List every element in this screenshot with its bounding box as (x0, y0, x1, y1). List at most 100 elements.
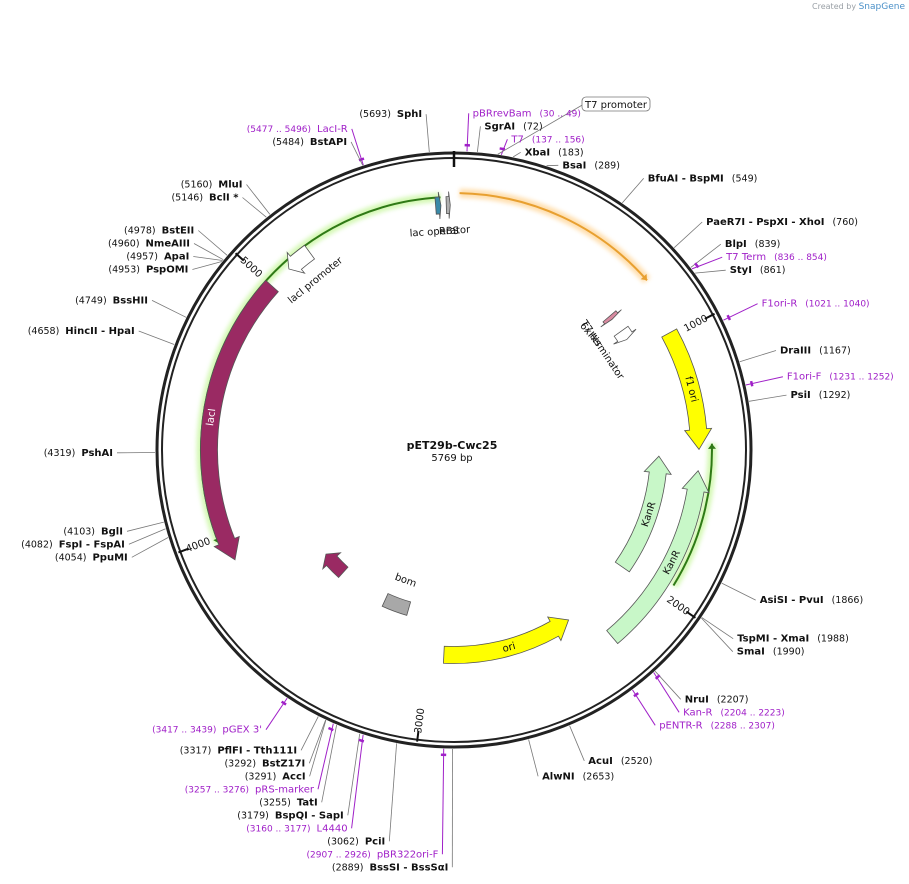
primer-mark-f1ori-f (749, 380, 754, 387)
site-name-acui: AcuI (588, 756, 613, 767)
leader-pcii (388, 743, 397, 842)
primer-f1ori-r: F1ori-R(1021 .. 1040) (762, 299, 870, 310)
primer-range-pbrrevbam: (30 .. 49) (540, 109, 581, 119)
site-name-hincii-hpai: HincII - HpaI (65, 326, 134, 337)
site-name-sgrai: SgrAI (484, 121, 515, 132)
site-bsshii: (4749)BssHII (75, 295, 148, 306)
site-name-bcli: BclI * (209, 192, 239, 203)
leader-pflfi-tth111i (300, 716, 319, 751)
site-hincii-hpai: (4658)HincII - HpaI (28, 326, 135, 337)
site-bspqi-sapi: (3179) BspQI - SapI (237, 810, 344, 821)
site-name-styi: StyI (730, 265, 752, 276)
site-bcli: (5146) BclI * (171, 192, 239, 203)
primer-pgex-3: pGEX 3'(3417 .. 3439) (152, 725, 262, 736)
feature-label-t7-terminator-5: T7 terminator (578, 318, 627, 383)
primer-f1ori-f: F1ori-F(1231 .. 1252) (787, 372, 894, 383)
orf-glow-0 (459, 188, 651, 284)
leader-pspomi (192, 261, 223, 270)
site-name-smai: SmaI (737, 647, 765, 658)
site-pos-bspqi-sapi: (3179) (237, 810, 269, 821)
site-name-bsteii: BstEII (162, 226, 195, 237)
tick-label-1000: 1000 (682, 313, 710, 335)
site-name-pspomi: PspOMI (146, 265, 188, 276)
leader-acui (569, 725, 585, 761)
leader-kan-r (653, 672, 680, 713)
tick-label-4000: 4000 (184, 536, 212, 555)
site-pos-mlui: (5160) (181, 179, 213, 190)
site-draiii: (1167) DraIII (780, 345, 851, 356)
feature-label-rbs-3: RBS (439, 226, 459, 237)
site-name-psii: PsiI (790, 390, 810, 401)
primer-prs-marker: pRS-marker(3257 .. 3276) (185, 784, 315, 795)
primer-kan-r: Kan-R(2204 .. 2223) (683, 707, 785, 718)
feature-6xhis-4 (600, 309, 622, 328)
site-name-blpi: BlpI (725, 239, 747, 250)
feature-rbs-3 (445, 191, 451, 219)
site-fspi-fspai: (4082)FspI - FspAI (21, 539, 125, 550)
site-asisi-pvui: (1866)AsiSI - PvuI (760, 595, 863, 606)
primer-name-laci-r: LacI-R (317, 124, 348, 135)
site-pos-nrui: (2207) (717, 694, 749, 705)
site-name-bspqi-sapi: BspQI - SapI (275, 810, 344, 821)
site-pos-draiii: (1167) (819, 345, 851, 356)
leader-bstapi (350, 141, 364, 166)
leader-asisi-pvui (721, 582, 756, 601)
primer-name-prs-marker: pRS-marker (255, 784, 315, 795)
site-mlui: (5160) MluI (181, 179, 243, 190)
site-name-ppumi: PpuMI (92, 552, 127, 563)
site-name-nmeaiii: NmeAIII (146, 239, 190, 250)
site-nmeaiii: (4960) NmeAIII (108, 239, 190, 250)
feature-t7-terminator-5 (613, 325, 637, 345)
site-name-bsssi-bsss-i: BssSI - BssSαI (369, 862, 448, 873)
leader-nmeaiii (193, 243, 224, 261)
site-name-alwni: AlwNI (542, 771, 575, 782)
site-pos-ppumi: (4054) (55, 552, 87, 563)
site-name-fspi-fspai: FspI - FspAI (59, 539, 125, 550)
feature-label-bom-10: bom (393, 572, 418, 590)
primer-t7: T7(137 .. 156) (510, 134, 584, 145)
primer-mark-t7 (499, 147, 506, 151)
tick-label-2000: 2000 (664, 594, 691, 618)
site-sphi: (5693)SphI (359, 109, 422, 120)
primer-mark-t7-term (694, 262, 700, 269)
site-pos-bfuai-bspmi: (549) (732, 173, 758, 184)
primer-pbr322ori-f: pBR322ori-F(2907 .. 2926) (307, 849, 439, 860)
site-pos-pshai: (4319) (44, 448, 76, 459)
snapgene-credit: Created by SnapGene (812, 2, 905, 12)
primer-range-f1ori-f: (1231 .. 1252) (829, 373, 893, 383)
leader-bspqi-sapi (347, 733, 361, 816)
site-name-bstz17i: BstZ17I (262, 758, 305, 769)
feature-ori-9 (443, 616, 570, 664)
site-pos-bsssi-bsss-i: (2889) (332, 862, 364, 873)
orf-arc-1 (672, 443, 713, 587)
feature-laci-0 (200, 279, 279, 561)
primer-range-pentr-r: (2288 .. 2307) (711, 721, 775, 731)
t7-promoter-label: T7 promoter (584, 100, 648, 111)
primer-range-pbr322ori-f: (2907 .. 2926) (307, 850, 371, 860)
site-pos-nmeaiii: (4960) (108, 239, 140, 250)
primer-mark-f1ori-r (726, 314, 732, 321)
primer-name-pgex-3: pGEX 3' (222, 725, 262, 736)
site-name-draiii: DraIII (780, 345, 811, 356)
primer-pbrrevbam: pBRrevBam(30 .. 49) (473, 108, 581, 119)
credit-prefix: Created by (812, 2, 857, 11)
site-pos-bcli: (5146) (171, 192, 203, 203)
site-pos-bsteii: (4978) (124, 226, 156, 237)
site-pos-blpi: (839) (755, 239, 781, 250)
site-pflfi-tth111i: (3317)PflFI - Tth111I (180, 745, 297, 756)
primer-range-t7-term: (836 .. 854) (774, 253, 827, 263)
site-pos-tati: (3255) (259, 797, 291, 808)
site-paer7i-pspxi-xhoi: (760)PaeR7I - PspXI - XhoI (706, 217, 858, 228)
site-pos-alwni: (2653) (583, 771, 615, 782)
site-name-paer7i-pspxi-xhoi: PaeR7I - PspXI - XhoI (706, 217, 824, 228)
feature-kanr-7 (606, 470, 710, 645)
site-name-tspmi-xmai: TspMI - XmaI (737, 634, 809, 645)
boxed-label-t7-promoter: T7 promoter (581, 96, 651, 112)
leader-pbr322ori-f (441, 748, 445, 855)
site-apai: (4957)ApaI (126, 252, 189, 263)
tick-1000 (704, 312, 716, 320)
site-name-mlui: MluI (218, 179, 242, 190)
feature-bom-10 (381, 593, 412, 616)
